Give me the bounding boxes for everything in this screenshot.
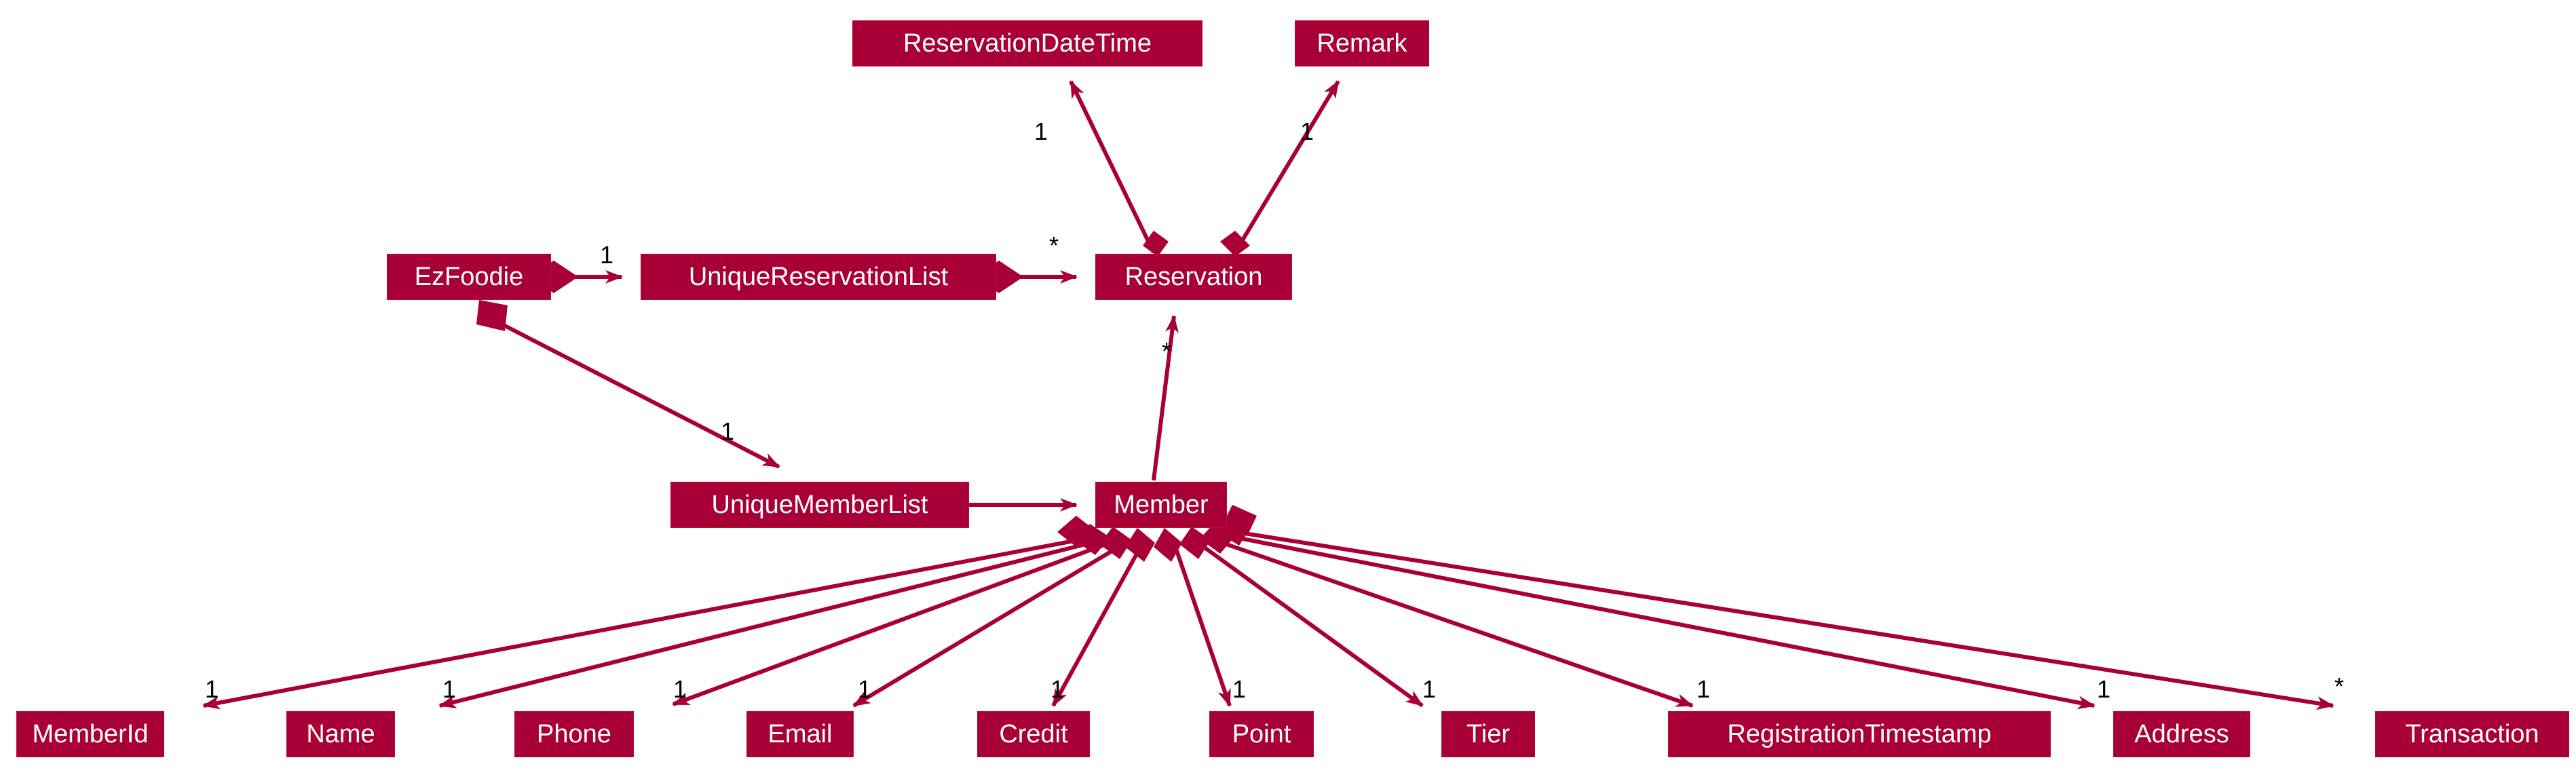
class-label-name: Name [306,720,375,748]
class-box-registrationtimestamp[interactable]: RegistrationTimestamp [1668,711,2051,757]
multiplicity-uniquereservationlist-reservation: * [1049,231,1059,259]
diamond-member-e [1154,528,1182,562]
multiplicity-member-point: 1 [1232,675,1247,703]
class-label-uniquereservationlist: UniqueReservationList [688,263,949,291]
class-box-uniquereservationlist[interactable]: UniqueReservationList [641,254,996,300]
multiplicity-member-address: 1 [2097,675,2111,703]
multiplicity-member-tier: 1 [1422,675,1437,703]
class-label-address: Address [2134,720,2229,748]
edge-reservation-reservationdatetime [1069,80,1156,254]
diamond-member-a [1057,516,1095,547]
class-label-reservationdatetime: ReservationDateTime [903,29,1152,58]
multiplicity-member-email: 1 [858,675,872,703]
multiplicity-member-transaction: * [2334,672,2345,700]
class-label-point: Point [1232,720,1291,748]
class-box-memberid[interactable]: MemberId [16,711,164,757]
class-label-member: Member [1114,491,1209,519]
multiplicity-reservation-remark: 1 [1300,117,1314,145]
class-box-transaction[interactable]: Transaction [2375,711,2569,757]
class-label-reservation: Reservation [1124,263,1263,291]
edge-member-registrationtimestamp [1206,535,1694,708]
diamond-member-d [1125,528,1155,562]
multiplicity-ezfoodie-uniquereservationlist: 1 [600,241,614,269]
multiplicity-member-credit: 1 [1050,675,1065,703]
diamond-member-f [1179,527,1211,559]
class-label-ezfoodie: EzFoodie [414,263,524,291]
diamond-member-c [1099,527,1132,559]
diamond-ezfoodie-bottom [476,300,508,331]
diamond-reservation-top-right [1220,231,1250,256]
class-label-tier: Tier [1466,720,1511,748]
class-box-remark[interactable]: Remark [1295,20,1429,66]
class-box-name[interactable]: Name [286,711,395,757]
diamond-member-i [1223,505,1257,536]
edge-member-address [1214,531,2096,710]
edge-member-tier [1193,538,1424,708]
multiplicity-reservation-reservationdatetime: 1 [1034,117,1048,145]
edge-member-reservation [1152,315,1179,481]
edge-member-transaction [1218,527,2334,710]
class-box-phone[interactable]: Phone [514,711,634,757]
multiplicity-ezfoodie-uniquememberlist: 1 [721,417,735,445]
edge-member-point [1172,542,1232,707]
class-box-email[interactable]: Email [746,711,854,757]
edge-member-phone [672,538,1118,706]
class-box-reservationdatetime[interactable]: ReservationDateTime [852,20,1202,66]
edge-ezfoodie-uniquememberlist [501,322,780,469]
class-label-email: Email [768,720,833,748]
class-label-phone: Phone [537,720,611,748]
edge-member-memberid [202,534,1100,710]
class-box-address[interactable]: Address [2113,711,2250,757]
class-label-registrationtimestamp: RegistrationTimestamp [1727,720,1992,748]
multiplicity-member-registrationtimestamp: 1 [1697,675,1711,703]
diamond-member-b [1075,524,1110,555]
class-box-member[interactable]: Member [1095,482,1227,528]
edge-reservation-remark [1233,80,1340,254]
class-box-credit[interactable]: Credit [977,711,1090,757]
edge-member-name [438,537,1108,708]
class-box-ezfoodie[interactable]: EzFoodie [387,254,551,300]
class-label-transaction: Transaction [2405,720,2539,748]
class-label-remark: Remark [1317,29,1407,58]
multiplicity-member-memberid: 1 [205,675,219,703]
multiplicity-member-reservation: * [1162,337,1172,365]
class-label-credit: Credit [999,720,1068,748]
class-box-reservation[interactable]: Reservation [1095,254,1292,300]
class-label-memberid: MemberId [32,720,149,748]
diamond-reservation-top-left [1143,231,1169,256]
class-label-uniquememberlist: UniqueMemberList [711,491,928,519]
multiplicity-member-name: 1 [442,675,457,703]
class-box-point[interactable]: Point [1209,711,1314,757]
edge-member-credit [1051,541,1145,707]
class-box-tier[interactable]: Tier [1441,711,1535,757]
multiplicity-member-phone: 1 [673,675,687,703]
class-box-uniquememberlist[interactable]: UniqueMemberList [670,482,969,528]
edge-member-email [852,539,1129,708]
